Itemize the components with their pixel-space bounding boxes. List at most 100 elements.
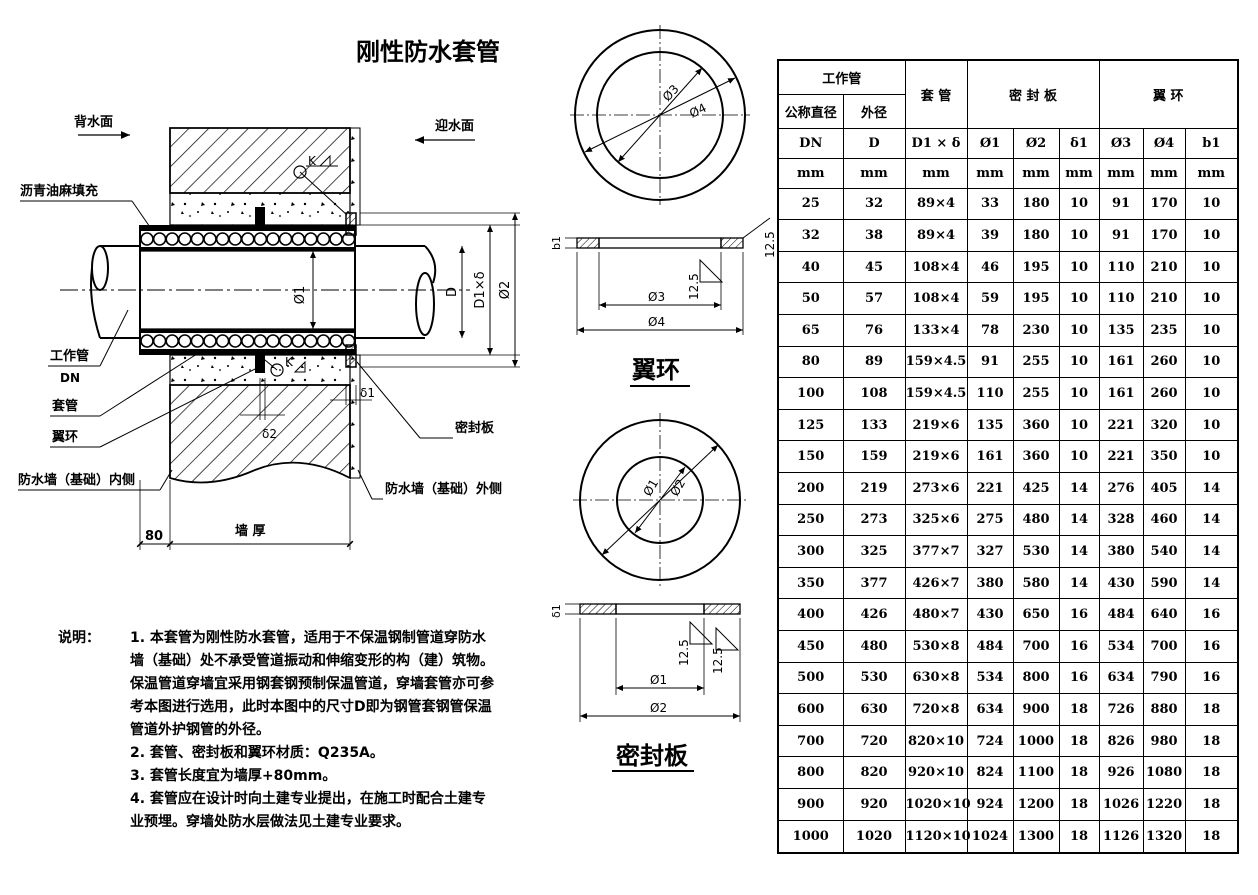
- table-cell: 195: [1012, 282, 1060, 315]
- table-cell: 46: [966, 250, 1014, 284]
- table-cell: 530: [1012, 535, 1060, 568]
- dim-delta2: δ2: [262, 427, 277, 441]
- seal-dim-125-a: 12.5: [677, 639, 691, 666]
- table-cell: 133×4: [904, 313, 968, 347]
- symbol-cell: δ1: [1058, 127, 1100, 159]
- table-cell: 250: [777, 503, 844, 537]
- table-cell: 377×7: [904, 535, 968, 568]
- wing-dim-125-right: 12.5: [763, 231, 777, 258]
- table-cell: 210: [1142, 250, 1186, 284]
- table-cell: 700: [1012, 630, 1060, 663]
- table-cell: 195: [1012, 250, 1060, 284]
- table-cell: 480: [1012, 503, 1060, 537]
- seal-plate-view: Ø1 Ø2 δ1 12.5 12.5 Ø1 Ø2 密封板: [550, 413, 747, 772]
- symbol-cell: Ø3: [1098, 127, 1144, 159]
- table-cell: 89: [842, 345, 906, 379]
- table-cell: 200: [777, 471, 844, 505]
- table-cell: 159×4.5: [904, 345, 968, 379]
- table-cell: 924: [966, 788, 1014, 821]
- table-cell: 1126: [1098, 819, 1144, 854]
- table-cell: 18: [1058, 756, 1100, 790]
- table-cell: 18: [1184, 819, 1239, 854]
- table-cell: 380: [966, 566, 1014, 600]
- table-cell: 14: [1184, 566, 1239, 600]
- seal-plate-bottom: [345, 344, 357, 368]
- seal-caption: 密封板: [616, 742, 689, 770]
- table-cell: 16: [1184, 661, 1239, 695]
- table-cell: 18: [1058, 693, 1100, 726]
- table-cell: 300: [777, 535, 844, 568]
- table-cell: 161: [966, 440, 1014, 473]
- note-4: 4. 套管应在设计时向土建专业提出，在施工时配合土建专业预埋。穿墙处防水层做法见…: [130, 791, 486, 830]
- wing-caption: 翼环: [632, 356, 680, 384]
- table-cell: 634: [966, 693, 1014, 726]
- weld-k-bottom: K: [285, 355, 294, 369]
- label-wing: 翼环: [51, 430, 78, 445]
- table-cell: 219: [842, 471, 906, 505]
- table-cell: 57: [842, 282, 906, 315]
- dim-wall-thickness: 墙 厚: [235, 523, 266, 539]
- table-cell: 180: [1012, 219, 1060, 252]
- table-cell: 91: [966, 345, 1014, 379]
- wing-ring-view: Ø3 Ø4 b1 12.5 12.5 Ø3 Ø4 翼环: [550, 25, 777, 387]
- table-cell: 700: [1142, 630, 1186, 663]
- note-2: 2. 套管、密封板和翼环材质：Q235A。: [130, 745, 384, 761]
- table-cell: 50: [777, 282, 844, 315]
- table-cell: 328: [1098, 503, 1144, 537]
- table-cell: 980: [1142, 724, 1186, 758]
- table-cell: 1080: [1142, 756, 1186, 790]
- table-cell: 920: [842, 788, 906, 821]
- dim-80: 80: [145, 529, 163, 544]
- asphalt-filling-top: [140, 232, 356, 246]
- table-cell: 18: [1184, 693, 1239, 726]
- table-cell: 360: [1012, 440, 1060, 473]
- table-cell: 108×4: [904, 250, 968, 284]
- table-cell: 135: [966, 408, 1014, 442]
- table-cell: 25: [777, 187, 844, 221]
- label-back-side: 背水面: [74, 114, 113, 130]
- table-cell: 108×4: [904, 282, 968, 315]
- table-cell: 405: [1142, 471, 1186, 505]
- table-cell: 820×10: [904, 724, 968, 758]
- unit-cell: mm: [1184, 157, 1239, 189]
- header-outer: 外径: [842, 93, 906, 129]
- table-cell: 16: [1058, 598, 1100, 632]
- table-cell: 221: [1098, 408, 1144, 442]
- table-cell: 480×7: [904, 598, 968, 632]
- symbol-cell: DN: [777, 127, 844, 159]
- table-cell: 170: [1142, 219, 1186, 252]
- table-cell: 150: [777, 440, 844, 473]
- table-cell: 40: [777, 250, 844, 284]
- table-cell: 16: [1058, 630, 1100, 663]
- seal-plate-top: [345, 212, 357, 236]
- symbol-cell: b1: [1184, 127, 1239, 159]
- table-cell: 159: [842, 440, 906, 473]
- label-wall-inner: 防水墙（基础）内侧: [18, 472, 135, 488]
- unit-cell: mm: [777, 157, 844, 189]
- table-cell: 65: [777, 313, 844, 347]
- table-cell: 720: [842, 724, 906, 758]
- table-cell: 327: [966, 535, 1014, 568]
- table-cell: 161: [1098, 377, 1144, 410]
- wall-upper-hatch: [169, 127, 351, 194]
- unit-cell: mm: [1142, 157, 1186, 189]
- table-cell: 920×10: [904, 756, 968, 790]
- table-cell: 630×8: [904, 661, 968, 695]
- table-cell: 350: [1142, 440, 1186, 473]
- table-cell: 530: [842, 661, 906, 695]
- table-cell: 484: [966, 630, 1014, 663]
- table-cell: 10: [1184, 345, 1239, 379]
- table-cell: 10: [1058, 282, 1100, 315]
- table-cell: 325×6: [904, 503, 968, 537]
